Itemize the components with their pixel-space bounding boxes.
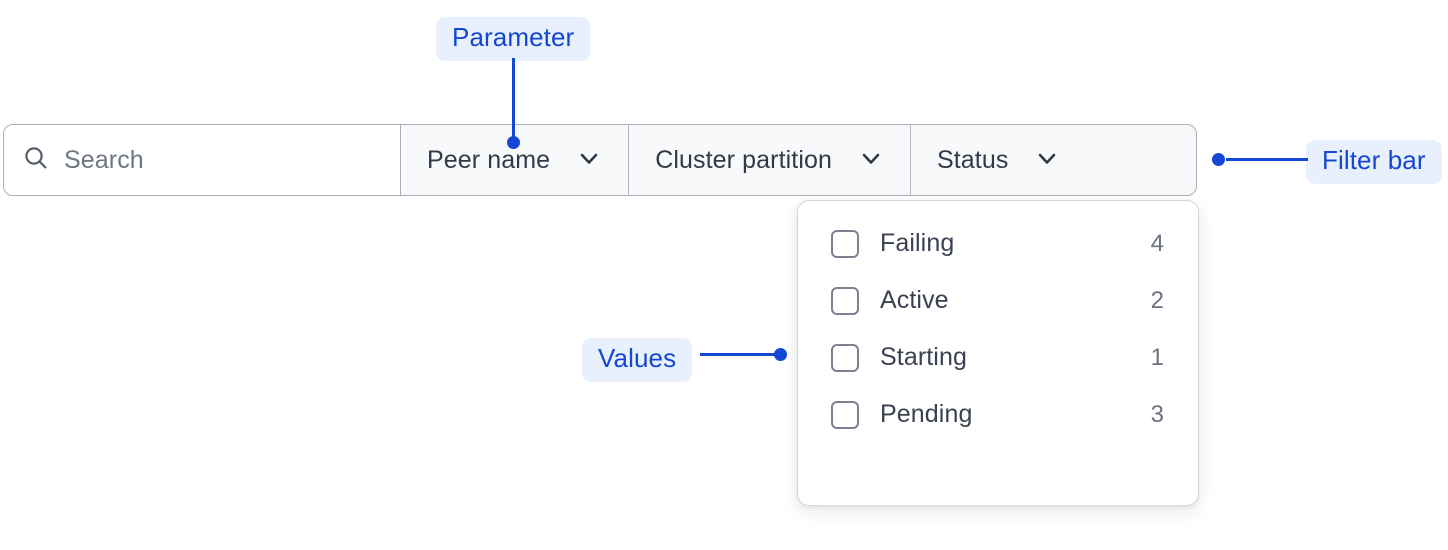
annotation-leader-line (700, 353, 780, 356)
filter-segment-label: Status (936, 145, 1009, 174)
dropdown-option-pending[interactable]: Pending 3 (798, 386, 1198, 443)
filter-segment-cluster-partition[interactable]: Cluster partition (629, 125, 911, 195)
option-checkbox[interactable] (831, 286, 859, 315)
annotation-label-parameter: Parameter (436, 17, 591, 62)
chevron-down-icon (1034, 145, 1060, 176)
option-label: Starting (880, 343, 967, 371)
option-count: 1 (1150, 343, 1164, 371)
chevron-down-icon (858, 145, 884, 176)
annotation-leader-dot (774, 348, 787, 361)
status-filter-dropdown: Failing 4 Active 2 Starting 1 Pending 3 (797, 200, 1199, 506)
dropdown-option-active[interactable]: Active 2 (798, 272, 1198, 329)
search-icon (22, 144, 50, 177)
chevron-down-icon (576, 145, 602, 176)
search-input[interactable]: Search (4, 125, 401, 195)
annotation-label-values: Values (582, 338, 693, 383)
annotation-label-filter-bar: Filter bar (1306, 140, 1442, 185)
filter-bar: Search Peer name Cluster partition Statu… (3, 124, 1197, 196)
dropdown-option-starting[interactable]: Starting 1 (798, 329, 1198, 386)
option-count: 3 (1150, 400, 1164, 428)
option-label: Failing (880, 229, 955, 257)
option-checkbox[interactable] (831, 400, 859, 429)
filter-segment-label: Peer name (427, 145, 551, 174)
filter-segment-label: Cluster partition (655, 145, 832, 174)
annotation-leader-line (512, 58, 515, 146)
annotation-leader-dot (1212, 153, 1225, 166)
annotation-leader-dot (507, 136, 520, 149)
search-placeholder: Search (64, 145, 144, 174)
option-checkbox[interactable] (831, 229, 859, 258)
option-label: Pending (880, 400, 973, 428)
option-count: 4 (1150, 229, 1164, 257)
annotation-leader-line (1226, 158, 1308, 161)
option-label: Active (880, 286, 949, 314)
dropdown-option-failing[interactable]: Failing 4 (798, 215, 1198, 272)
option-checkbox[interactable] (831, 343, 859, 372)
option-count: 2 (1150, 286, 1164, 314)
filter-segment-status[interactable]: Status (910, 125, 1087, 195)
